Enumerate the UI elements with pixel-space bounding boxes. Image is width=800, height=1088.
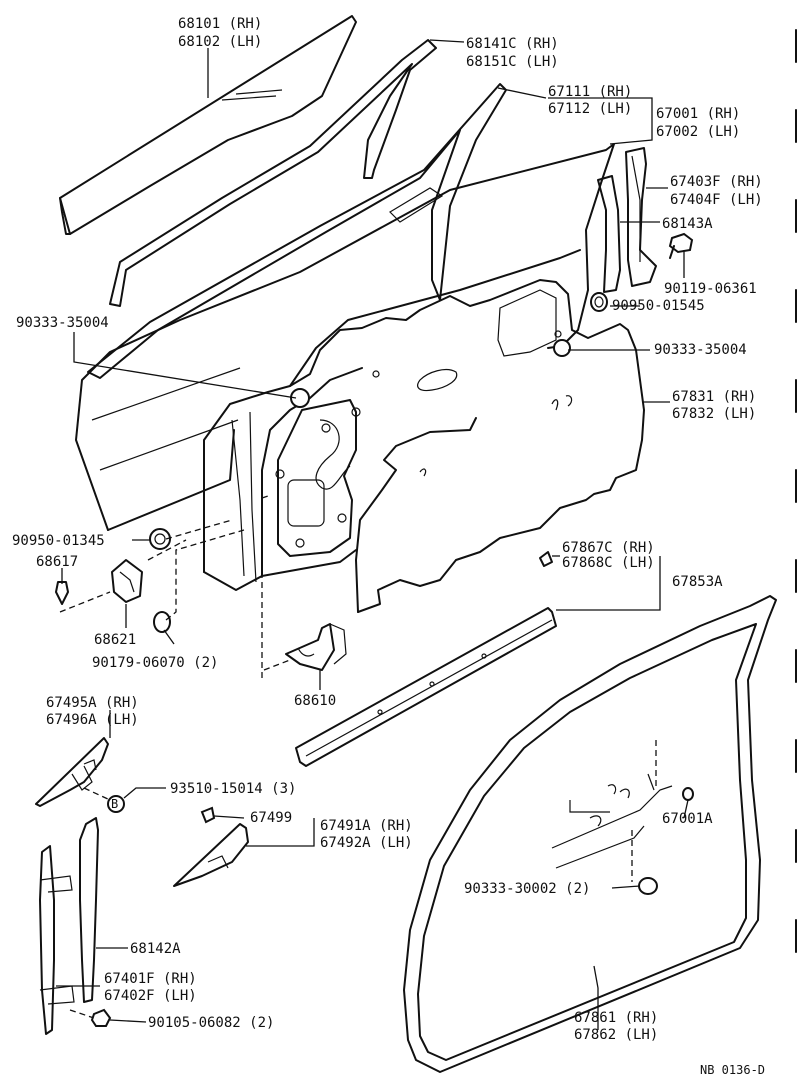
label-frame-lh: 67112 (LH) — [548, 101, 632, 117]
label-glass-run-lh: 68151C (LH) — [466, 54, 559, 70]
label-grommet-1: 90950-01545 — [612, 298, 705, 314]
label-glass-rh: 68101 (RH) — [178, 16, 262, 32]
label-garnish-lh: 67492A (LH) — [320, 835, 413, 851]
door-glass-drawing — [59, 15, 357, 235]
door-shell-drawing — [75, 143, 615, 591]
leader-lines — [56, 39, 689, 1030]
clip-867-drawing — [539, 551, 553, 567]
label-cover-lh: 67832 (LH) — [672, 406, 756, 422]
label-grommet-2: 90950-01345 — [12, 533, 105, 549]
label-pin: 68617 — [36, 554, 78, 570]
screw-l-drawing — [290, 388, 310, 408]
label-door-assy-lh: 67002 (LH) — [656, 124, 740, 140]
label-clip-867-rh: 67867C (RH) — [562, 540, 655, 556]
label-clip-867-lh: 67868C (LH) — [562, 555, 655, 571]
clip-b-drawing — [107, 795, 125, 813]
grommet-1-drawing — [590, 292, 608, 312]
assembly-lines — [59, 495, 657, 1021]
label-plug-a: 67001A — [662, 811, 713, 827]
pin-drawing — [55, 581, 69, 605]
label-mirror-cover-rh: 67495A (RH) — [46, 695, 139, 711]
lower-run-drawing — [39, 817, 99, 1035]
door-check-drawing — [285, 623, 347, 671]
label-glass-lh: 68102 (LH) — [178, 34, 262, 50]
door-weatherstrip-drawing — [403, 595, 777, 1073]
label-mirror-cover-lh: 67496A (LH) — [46, 712, 139, 728]
label-trim-rear-lh: 67402F (LH) — [104, 988, 197, 1004]
belt-weatherstrip-drawing — [295, 607, 557, 767]
screw-r-drawing — [553, 339, 571, 357]
screw-bottom-drawing — [638, 877, 658, 895]
bolt-1-drawing — [668, 232, 694, 259]
label-weatherstrip-rh: 67861 (RH) — [574, 1010, 658, 1026]
label-bolt-1: 90119-06361 — [664, 281, 757, 297]
label-nut-2: 90179-06070 (2) — [92, 655, 218, 671]
inner-door-details — [551, 773, 673, 869]
label-frame-rh: 67111 (RH) — [548, 84, 632, 100]
label-glass-run-rh: 68141C (RH) — [466, 36, 559, 52]
plug-a-drawing — [682, 787, 694, 801]
nut-2-drawing — [153, 611, 171, 633]
label-check-assy: 68610 — [294, 693, 336, 709]
label-screw-bottom: 90333-30002 (2) — [464, 881, 590, 897]
label-run-channel: 68143A — [662, 216, 713, 232]
garnish-drawing — [173, 806, 249, 887]
label-door-assy-rh: 67001 (RH) — [656, 106, 740, 122]
label-check-bracket: 68621 — [94, 632, 136, 648]
mirror-cover-drawing — [35, 737, 109, 807]
bolt-2-drawing — [90, 1008, 112, 1027]
glass-run-drawing — [109, 39, 437, 307]
label-trim-front-rh: 67403F (RH) — [670, 174, 763, 190]
label-screw-r: 90333-35004 — [654, 342, 747, 358]
label-weatherstrip-belt: 67853A — [672, 574, 723, 590]
check-bracket-drawing — [111, 559, 143, 603]
label-screw-l: 90333-35004 — [16, 315, 109, 331]
label-trim-rear-rh: 67401F (RH) — [104, 971, 197, 987]
label-b-marker: B — [111, 797, 118, 811]
label-weatherstrip-lh: 67862 (LH) — [574, 1027, 658, 1043]
diagram-code: NB 0136-D — [700, 1063, 765, 1077]
front-trim-drawing — [597, 147, 657, 293]
grommet-2-drawing — [149, 528, 171, 550]
label-lower-run: 68142A — [130, 941, 181, 957]
label-trim-front-lh: 67404F (LH) — [670, 192, 763, 208]
label-clip-b: 93510-15014 (3) — [170, 781, 296, 797]
label-clip-499: 67499 — [250, 810, 292, 826]
label-garnish-rh: 67491A (RH) — [320, 818, 413, 834]
label-cover-rh: 67831 (RH) — [672, 389, 756, 405]
label-bolt-2: 90105-06082 (2) — [148, 1015, 274, 1031]
